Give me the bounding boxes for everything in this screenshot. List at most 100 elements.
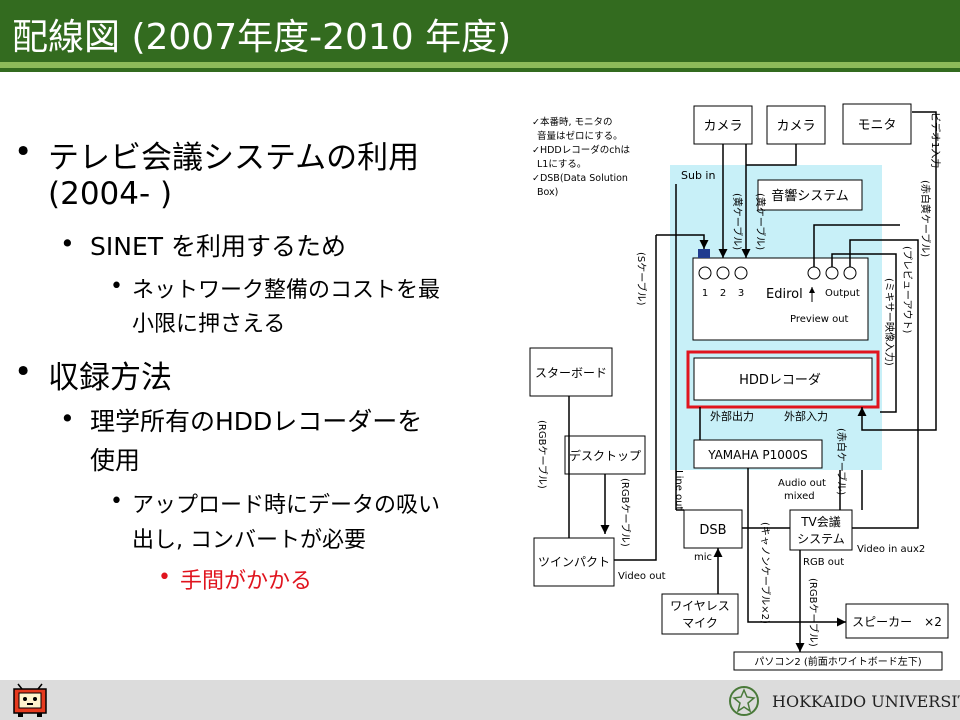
wire (849, 239, 919, 529)
bullet-2-sub-3: 手間がかかる (180, 569, 313, 594)
input-num: 3 (738, 288, 744, 299)
wireless-mic-box (661, 593, 739, 635)
wireless-mic-label: マイク (682, 616, 718, 630)
wire (746, 144, 797, 166)
wire (831, 253, 897, 413)
bullet-list: • テレビ会議システムの利用 (2004- ) • SINET を利用するため … (14, 134, 441, 594)
university-seal-icon (729, 686, 759, 716)
pc2-label: パソコン2 (前面ホワイトボード左下) (754, 655, 921, 668)
star-board-box (529, 347, 613, 397)
cable-label: (RGBケーブル) (619, 478, 632, 547)
output-label: Output (825, 288, 860, 299)
note-text: ✓本番時, モニタの (532, 116, 613, 128)
video-in-label: Video in aux2 (857, 544, 925, 555)
cable-label: (プレビューアウト) (901, 246, 913, 334)
bullet-dot: • (158, 565, 171, 590)
line-out-label: Line out (673, 470, 684, 510)
yamaha-box (693, 439, 823, 469)
sub-in-label: Sub in (681, 169, 715, 182)
cable-label: (RGBケーブル) (807, 578, 820, 647)
wire (614, 235, 657, 561)
camera-2-label: カメラ (776, 119, 815, 134)
wire (656, 234, 709, 249)
speaker-box (845, 603, 949, 639)
cable-label: (RGBケーブル) (536, 420, 549, 489)
dsb-box (683, 509, 743, 549)
star-board-label: スターボード (535, 366, 607, 380)
bullet-1-cont: (2004- ) (48, 176, 173, 212)
note-text: ✓HDDレコーダのchは (532, 144, 630, 156)
desktop-box (564, 435, 646, 475)
tv-system-box (789, 509, 853, 551)
camera-1-label: カメラ (703, 119, 742, 134)
cable-label: (黄ケーブル) (731, 193, 744, 250)
note-text: 音量はゼロにする。 (537, 130, 623, 142)
monitor-box (842, 103, 912, 145)
rgb-out-label: RGB out (803, 557, 844, 568)
title-stripe (0, 62, 960, 68)
bullet-dot: • (60, 404, 75, 433)
sub-in-port (698, 249, 710, 258)
cable-label: (キャノンケーブル×2) (759, 522, 772, 624)
edirol-label: Edirol (766, 287, 803, 302)
ext-out-label: 外部出力 (710, 409, 754, 423)
bullet-2-sub-2: アップロード時にデータの吸い (132, 493, 441, 518)
footer-bar (0, 680, 960, 720)
slide-title: 配線図 (2007年度-2010 年度) (12, 17, 512, 58)
note-text: ✓DSB(Data Solution (532, 173, 628, 184)
tv-system-label: TV会議 (800, 515, 841, 529)
audio-out-label: mixed (784, 491, 815, 502)
notes: ✓本番時, モニタの 音量はゼロにする。 ✓HDDレコーダのchは L1にする。… (532, 116, 630, 198)
cable-label: (ミキサー映像入力) (883, 278, 896, 366)
bullet-2-sub-1-cont: 使用 (90, 446, 141, 475)
desktop-label: デスクトップ (569, 448, 641, 463)
title-bar (0, 0, 960, 72)
output-port (825, 266, 839, 280)
bullet-dot: • (14, 354, 33, 390)
twin-pact-label: ツインパクト (538, 555, 610, 569)
note-text: L1にする。 (537, 159, 586, 170)
input-port (716, 266, 730, 280)
pc2-box (733, 651, 943, 671)
preview-out-label: Preview out (790, 314, 849, 325)
cable-label: (黄ケーブル) (754, 193, 767, 250)
hdd-recorder-label: HDDレコーダ (739, 373, 821, 388)
ext-in-label: 外部入力 (784, 409, 828, 423)
camera-1-box (693, 105, 753, 145)
bullet-2-sub-2-cont: 出し, コンバートが必要 (132, 528, 366, 553)
wireless-mic-label: ワイヤレス (670, 599, 730, 613)
bullet-1-sub-2: ネットワーク整備のコストを最 (132, 278, 441, 303)
input-num: 1 (702, 288, 708, 299)
mic-label: mic (694, 552, 712, 563)
bullet-1-sub-2-cont: 小限に押さえる (132, 312, 286, 337)
mascot-logo (13, 683, 47, 717)
bullet-dot: • (110, 489, 123, 514)
university-name: HOKKAIDO UNIVERSITY (772, 692, 960, 711)
input-port (734, 266, 748, 280)
speaker-label: スピーカー ×2 (852, 615, 942, 629)
input-num: 2 (720, 288, 726, 299)
bullet-dot: • (110, 274, 123, 299)
wire (813, 224, 900, 267)
note-text: Box) (537, 187, 558, 198)
bullet-1-sub-1: SINET を利用するため (90, 232, 346, 261)
monitor-label: モニタ (857, 118, 896, 133)
audio-system-label: 音響システム (771, 188, 849, 204)
cable-label: (赤白ケーブル) (835, 428, 848, 495)
yamaha-label: YAMAHA P1000S (707, 448, 808, 462)
twin-pact-box (533, 537, 615, 587)
wire (857, 111, 937, 431)
bullet-2: 収録方法 (48, 360, 172, 396)
tv-system-label: システム (797, 532, 845, 546)
output-port (843, 266, 857, 280)
hdd-highlight (686, 350, 880, 409)
cable-label: (赤白黄ケーブル) (919, 180, 932, 257)
output-port (807, 266, 821, 280)
audio-system-box (757, 179, 863, 211)
bullet-2-sub-1: 理学所有のHDDレコーダーを (90, 407, 423, 436)
wiring-diagram: ✓本番時, モニタの 音量はゼロにする。 ✓HDDレコーダのchは L1にする。… (529, 103, 949, 671)
hdd-recorder-box (693, 357, 873, 401)
cable-label: (Sケーブル) (635, 252, 648, 306)
dsb-label: DSB (699, 523, 726, 538)
input-port (698, 266, 712, 280)
